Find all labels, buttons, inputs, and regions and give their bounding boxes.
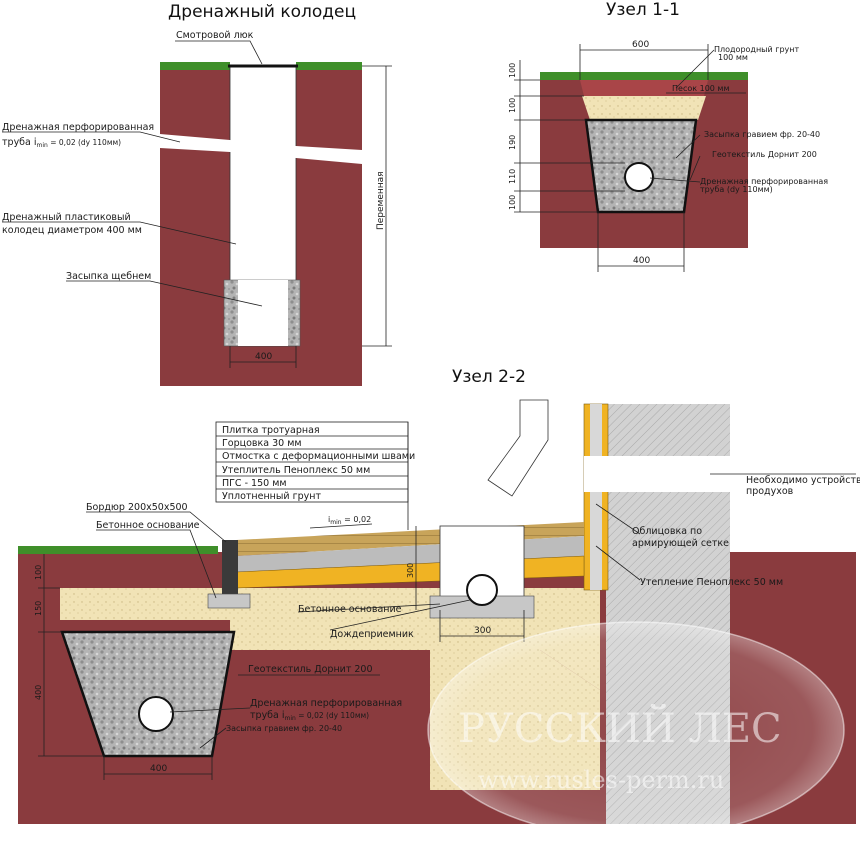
rain-inlet-leader (329, 599, 471, 631)
trench-pipe-label-1: Дренажная перфорированная (250, 698, 402, 709)
well-label-2: колодец диаметром 400 мм (2, 225, 142, 236)
well-pipe (160, 134, 362, 164)
watermark-brand: РУССКИЙ ЛЕС (458, 704, 782, 752)
node11-pipe-2: труба (dy 110мм) (700, 185, 773, 194)
node11-gravel-label: Засыпка гравием фр. 20-40 (704, 130, 820, 139)
well-pipe-label-2: труба imin = 0,02 (dy 110мм) (2, 137, 121, 149)
well-shaft-inner (238, 280, 288, 346)
hatch-leader (175, 40, 263, 65)
node22-title: Узел 2-2 (452, 367, 526, 387)
node11-geo-label: Геотекстиль Дорнит 200 (712, 150, 817, 159)
vents-label-1: Необходимо устройство (746, 475, 860, 486)
node22-curb (222, 540, 238, 596)
well-leader (2, 221, 237, 245)
pipe-leader (2, 131, 181, 143)
cladding-label-2: армирующей сетке (632, 538, 729, 549)
concrete-base-leader (96, 529, 217, 599)
node11-dim-400: 400 (633, 256, 650, 266)
node11-dim-v1: 100 (508, 63, 517, 78)
node22-curb-base (207, 593, 251, 609)
node11-dim-v2: 100 (508, 98, 517, 113)
node11-topsoil-2: 100 мм (718, 53, 748, 62)
node11-dim-600: 600 (632, 40, 649, 50)
gravel-leader (199, 727, 227, 749)
trench-pipe-leader (169, 707, 251, 713)
dim-v-100: 100 (34, 565, 43, 580)
node11-dim-v4: 110 (508, 169, 517, 184)
well-dim-variable: Переменная (376, 171, 386, 230)
node22-grass (18, 546, 218, 554)
well-section: Дренажный колодец Смотровой люк Дренажна… (2, 2, 392, 386)
insulation-label: Утепление Пеноплекс 50 мм (640, 577, 783, 588)
curb-leader (86, 511, 227, 543)
layer-1: Плитка тротуарная (222, 425, 320, 436)
dim-v-150: 150 (34, 601, 43, 616)
node11-grass (540, 72, 748, 80)
node11-pipe-1: Дренажная перфорированная (700, 177, 828, 186)
node22-wall-cladding (590, 404, 602, 590)
layer-2: Горцовка 30 мм (222, 438, 302, 449)
watermark: РУССКИЙ ЛЕС www.rusles-perm.ru (427, 621, 845, 839)
layer-6: Уплотненный грунт (222, 491, 321, 502)
dim-300-height: 300 (406, 563, 415, 578)
node11-section: Узел 1-1 600 400 100 100 190 110 100 (508, 0, 828, 272)
trench-pipe-label-2: труба imin = 0,02 (dy 110мм) (250, 710, 369, 722)
watermark-lens (427, 621, 845, 839)
insulation-leader (595, 545, 641, 581)
slope-line (309, 523, 373, 529)
concrete-base2-label: Бетонное основание (298, 604, 402, 615)
well-pipe-label-1: Дренажная перфорированная (2, 122, 154, 133)
well-label-1: Дренажный пластиковый (2, 212, 131, 223)
cladding-label-1: Облицовка по (632, 526, 702, 537)
node22-layer-table: Плитка тротуарная Горцовка 30 мм Отмостк… (215, 421, 415, 530)
dim-300-inlet: 300 (474, 626, 491, 636)
node11-gravel-leader (675, 134, 701, 159)
curb-label: Бордюр 200х50х500 (86, 502, 188, 513)
node11-topsoil-leader (675, 49, 715, 89)
layer-5: ПГС - 150 мм (222, 478, 287, 489)
node22-trench-pipe (138, 696, 174, 732)
node11-title: Узел 1-1 (606, 0, 680, 20)
layer-3: Отмостка с деформационными швами (222, 451, 415, 462)
node22-inlet-pipe (466, 574, 498, 606)
rain-inlet-label: Дождеприемник (330, 629, 414, 640)
watermark-url: www.rusles-perm.ru (478, 766, 724, 794)
vents-label-2: продухов (746, 486, 794, 497)
cladding-leader (595, 503, 641, 535)
dim-400-bottom: 400 (150, 764, 167, 774)
node11-dim-v5: 100 (508, 195, 517, 210)
dim-v-400: 400 (34, 685, 43, 700)
backfill-label: Засыпка щебнем (66, 271, 151, 282)
node11-pipe-leader (649, 177, 701, 183)
node22-vent-gap (584, 456, 730, 492)
node11-sand (582, 96, 706, 120)
hatch-label: Смотровой люк (176, 30, 254, 41)
concrete-base-label: Бетонное основание (96, 520, 200, 531)
slope-label: imin = 0,02 (328, 515, 371, 526)
gravel-label: Засыпка гравием фр. 20-40 (226, 724, 342, 733)
node11-dim-v3: 190 (508, 135, 517, 150)
node11-sand-label: Песок 100 мм (672, 84, 730, 93)
backfill-leader (66, 280, 263, 307)
well-dim-400: 400 (255, 352, 272, 362)
well-grass (160, 62, 362, 70)
node11-pipe (624, 162, 654, 192)
node22-downpipe (487, 399, 549, 497)
layer-4: Утеплитель Пеноплекс 50 мм (222, 465, 370, 476)
node11-topsoil-1: Плодородный грунт (714, 45, 799, 54)
well-title: Дренажный колодец (168, 2, 356, 22)
geo-label: Геотекстиль Дорнит 200 (248, 664, 373, 675)
node11-geo-leader (689, 155, 701, 181)
